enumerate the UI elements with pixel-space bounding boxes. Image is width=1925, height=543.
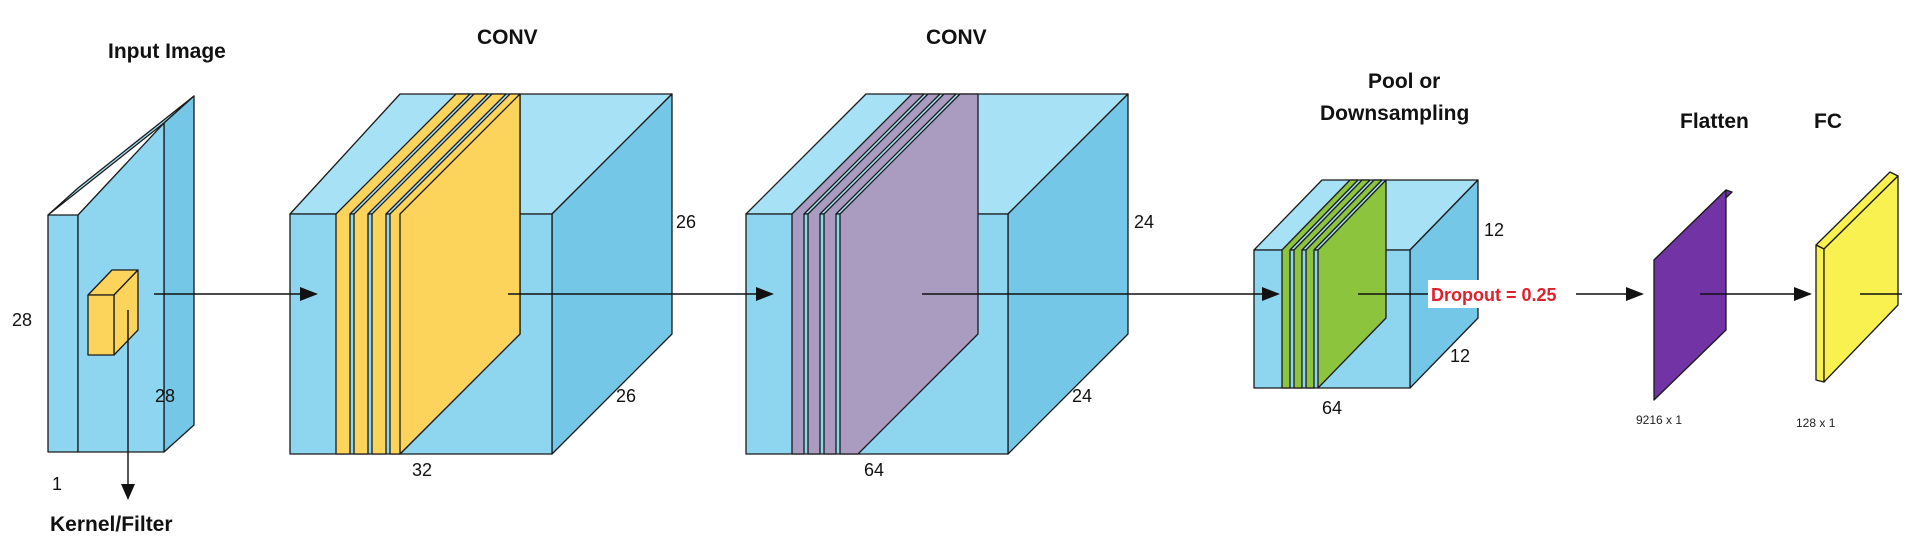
pool-width-label: 12	[1450, 346, 1470, 366]
pool-filter-slab-front-face	[1317, 179, 1387, 389]
input-image-block	[47, 95, 195, 453]
conv1-width-label: 26	[616, 386, 636, 406]
input-height-label: 28	[12, 310, 32, 330]
conv1-filter-slab-front-face	[399, 93, 521, 455]
arrow-head	[1262, 287, 1280, 301]
conv2-filter-slab-front-face	[839, 93, 979, 455]
kernel-front-face	[87, 294, 115, 356]
conv2-filter-stack	[791, 93, 979, 455]
flatten-title: Flatten	[1680, 110, 1749, 133]
pool-title-line1: Pool or	[1368, 70, 1440, 93]
input-depth-label: 1	[52, 474, 62, 494]
labels: Input Image 28 28 1 Kernel/Filter CONV 2…	[12, 26, 1842, 536]
conv1-height-label: 26	[676, 212, 696, 232]
conv2-block	[745, 93, 1129, 455]
pool-filter-slab	[1293, 179, 1371, 389]
conv2-filter-slab	[791, 93, 925, 455]
pool-filter-slab	[1305, 179, 1383, 389]
kernel-filter-label: Kernel/Filter	[50, 513, 173, 536]
dropout-label-bg	[1428, 280, 1576, 308]
conv2-width-label: 24	[1072, 386, 1092, 406]
input-width-label: 28	[155, 386, 175, 406]
fc-size-label: 128 x 1	[1796, 416, 1836, 430]
conv2-depth-label: 64	[864, 460, 884, 480]
input-front-face	[47, 214, 79, 453]
flatten-size-label: 9216 x 1	[1636, 413, 1682, 427]
conv1-filter-slab	[353, 93, 489, 455]
input-title: Input Image	[108, 40, 226, 63]
fc-title: FC	[1814, 110, 1842, 133]
pool-filter-stack	[1281, 179, 1387, 389]
arrow-head	[1794, 287, 1812, 301]
conv1-filter-stack	[335, 93, 521, 455]
arrow-head	[756, 287, 774, 301]
conv1-filter-slab	[371, 93, 507, 455]
arrow-head	[1626, 287, 1644, 301]
arrow-head	[121, 484, 135, 500]
conv2-title: CONV	[926, 26, 987, 49]
conv2-filter-slab	[823, 93, 957, 455]
arrow-head	[300, 287, 318, 301]
conv1-block	[289, 93, 673, 455]
pool-depth-label: 64	[1322, 398, 1342, 418]
fc-block	[1815, 171, 1899, 383]
conv1-filter-slab	[335, 93, 471, 455]
conv1-depth-label: 32	[412, 460, 432, 480]
pool-height-label: 12	[1484, 220, 1504, 240]
conv2-filter-slab	[807, 93, 941, 455]
flatten-slab	[1653, 189, 1727, 401]
conv1-title: CONV	[477, 26, 538, 49]
flow-arrows	[121, 287, 1902, 500]
dropout-label: Dropout = 0.25	[1431, 285, 1557, 305]
fc-slab-front	[1815, 244, 1825, 383]
pool-title-line2: Downsampling	[1320, 102, 1469, 125]
flatten-block	[1653, 189, 1733, 401]
conv2-height-label: 24	[1134, 212, 1154, 232]
pool-filter-slab	[1281, 179, 1359, 389]
fc-slab	[1823, 175, 1899, 383]
